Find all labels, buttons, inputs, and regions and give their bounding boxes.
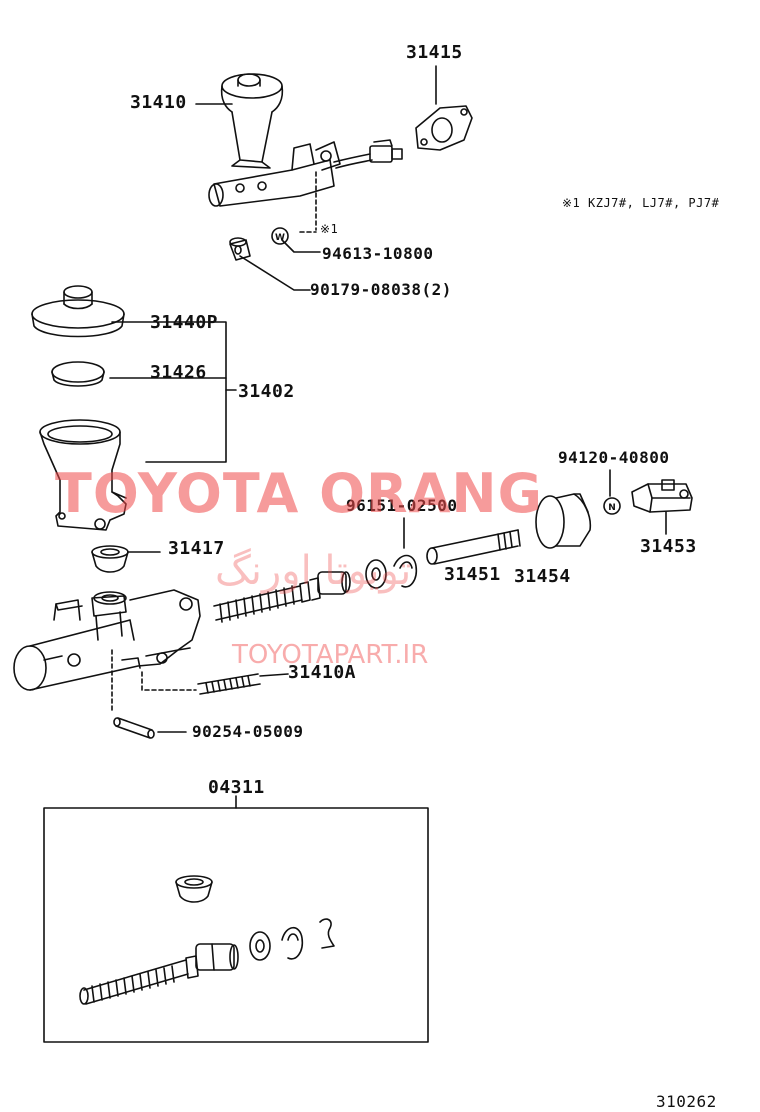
push-rod (426, 529, 521, 565)
label-31415: 31415 (406, 42, 463, 63)
stud-bolt (141, 671, 289, 695)
bushing (229, 237, 251, 261)
watermark-farsi: تویوتا اورنگ (215, 548, 412, 594)
leader-lines-top (195, 65, 437, 291)
repair-kit-box (43, 795, 429, 1043)
nut-n-icon: N (603, 497, 621, 515)
label-94120-40800: 94120-40800 (558, 448, 670, 467)
label-90179-08038: 90179-08038(2) (310, 280, 452, 299)
label-31410: 31410 (130, 92, 187, 113)
dust-boot (535, 493, 592, 549)
diagram-code: 310262 (656, 1092, 717, 1111)
label-31417: 31417 (168, 538, 225, 559)
reservoir-body (39, 419, 127, 531)
label-31454: 31454 (514, 566, 571, 587)
master-cylinder-assembly (208, 73, 403, 207)
label-94613-10800: 94613-10800 (322, 244, 434, 263)
label-31451: 31451 (444, 564, 501, 585)
clevis (631, 479, 693, 513)
label-90254-05009: 90254-05009 (192, 722, 304, 741)
reservoir-seal (51, 361, 105, 387)
grommet (91, 545, 161, 573)
washer-w-icon: W (271, 227, 289, 245)
washer-letter: W (275, 233, 285, 243)
label-note-mark: ※1 (320, 222, 339, 236)
label-31426: 31426 (150, 362, 207, 383)
label-31453: 31453 (640, 536, 697, 557)
master-cylinder-body (13, 589, 201, 691)
nut-letter: N (608, 503, 616, 513)
label-note-text: ※1 KZJ7#, LJ7#, PJ7# (562, 196, 720, 210)
pin (111, 649, 187, 739)
piston-spring (213, 571, 351, 623)
label-31402: 31402 (238, 381, 295, 402)
watermark-brand: TOYOTA ORANG (55, 462, 543, 525)
watermark-site: TOYOTAPART.IR (232, 640, 429, 670)
label-31410a: 31410A (288, 662, 357, 683)
reservoir-cap (31, 285, 125, 338)
label-31440p: 31440P (150, 312, 219, 333)
label-96151-02500: 96151-02500 (346, 496, 458, 515)
flange-gasket (415, 105, 473, 151)
leader-lines-middle (403, 469, 667, 549)
label-04311: 04311 (208, 777, 265, 798)
group-bracket (109, 321, 237, 463)
washer-snap-ring (365, 554, 418, 589)
